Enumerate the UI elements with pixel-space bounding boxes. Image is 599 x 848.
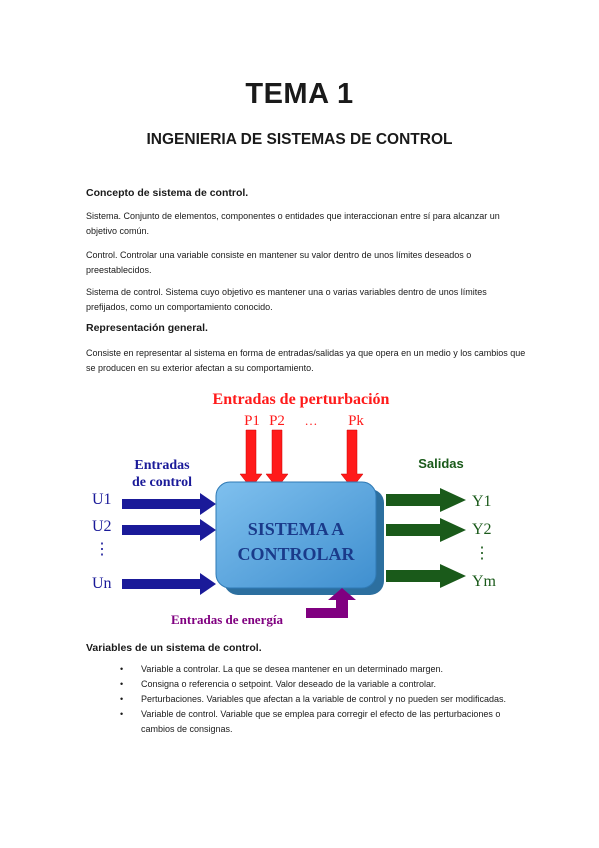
list-item: •Consigna o referencia o setpoint. Valor… xyxy=(86,677,526,692)
pk-label: Pk xyxy=(348,413,364,429)
output-arrow-y1 xyxy=(386,488,466,512)
y1-label: Y1 xyxy=(472,493,492,510)
variables-list: •Variable a controlar. La que se desea m… xyxy=(86,662,526,737)
bullet-icon: • xyxy=(120,709,124,719)
perturbation-arrow-pk xyxy=(340,429,364,489)
bullet-icon: • xyxy=(120,679,124,689)
paragraph-sistema-de-control: Sistema de control. Sistema cuyo objetiv… xyxy=(86,287,487,312)
list-item: •Perturbaciones. Variables que afectan a… xyxy=(86,692,526,707)
output-arrow-y2 xyxy=(386,518,466,542)
list-item: •Variable a controlar. La que se desea m… xyxy=(86,662,526,677)
energy-arrow xyxy=(306,588,356,618)
p1-label: P1 xyxy=(244,413,260,429)
system-box xyxy=(215,481,384,595)
section-heading-representacion: Representación general. xyxy=(86,322,208,334)
control-arrow-u2 xyxy=(122,519,216,541)
perturbation-arrow-p1 xyxy=(239,429,263,489)
control-dots-label: ⋮ xyxy=(94,541,110,558)
y2-label: Y2 xyxy=(472,521,492,538)
output-dots-label: ⋮ xyxy=(474,545,490,562)
paragraph-sistema: Sistema. Conjunto de elementos, componen… xyxy=(86,211,500,236)
un-label: Un xyxy=(92,575,112,592)
control-inputs-label-line2: de control xyxy=(132,475,192,490)
page-subtitle: INGENIERIA DE SISTEMAS DE CONTROL xyxy=(146,131,453,148)
outputs-label: Salidas xyxy=(418,456,464,471)
control-arrow-un xyxy=(122,573,216,595)
perturbation-arrow-p2 xyxy=(265,429,289,489)
system-box-label-line1: SISTEMA A xyxy=(248,519,345,539)
paragraph-representacion: Consiste en representar al sistema en fo… xyxy=(86,348,526,373)
p2-label: P2 xyxy=(269,413,285,429)
page-title: TEMA 1 xyxy=(245,78,354,110)
perturbation-inputs-label: Entradas de perturbación xyxy=(213,391,390,408)
u1-label: U1 xyxy=(92,491,112,508)
section-heading-concepto: Concepto de sistema de control. xyxy=(86,187,249,199)
bullet-icon: • xyxy=(120,694,124,704)
control-inputs-label-line1: Entradas xyxy=(134,458,190,473)
bullet-icon: • xyxy=(120,664,124,674)
section-heading-variables: Variables de un sistema de control. xyxy=(86,642,262,654)
energy-inputs-label: Entradas de energía xyxy=(171,612,283,627)
u2-label: U2 xyxy=(92,518,112,535)
list-item: •Variable de control. Variable que se em… xyxy=(120,709,501,734)
output-arrow-ym xyxy=(386,564,466,588)
paragraph-control: Control. Controlar una variable consiste… xyxy=(86,250,472,275)
ym-label: Ym xyxy=(472,573,497,590)
perturbation-dots-label: … xyxy=(305,413,318,428)
system-box-label-line2: CONTROLAR xyxy=(237,544,355,564)
control-system-diagram: Entradas de perturbación P1 P2 … Pk Entr… xyxy=(92,391,497,627)
control-arrow-u1 xyxy=(122,493,216,515)
